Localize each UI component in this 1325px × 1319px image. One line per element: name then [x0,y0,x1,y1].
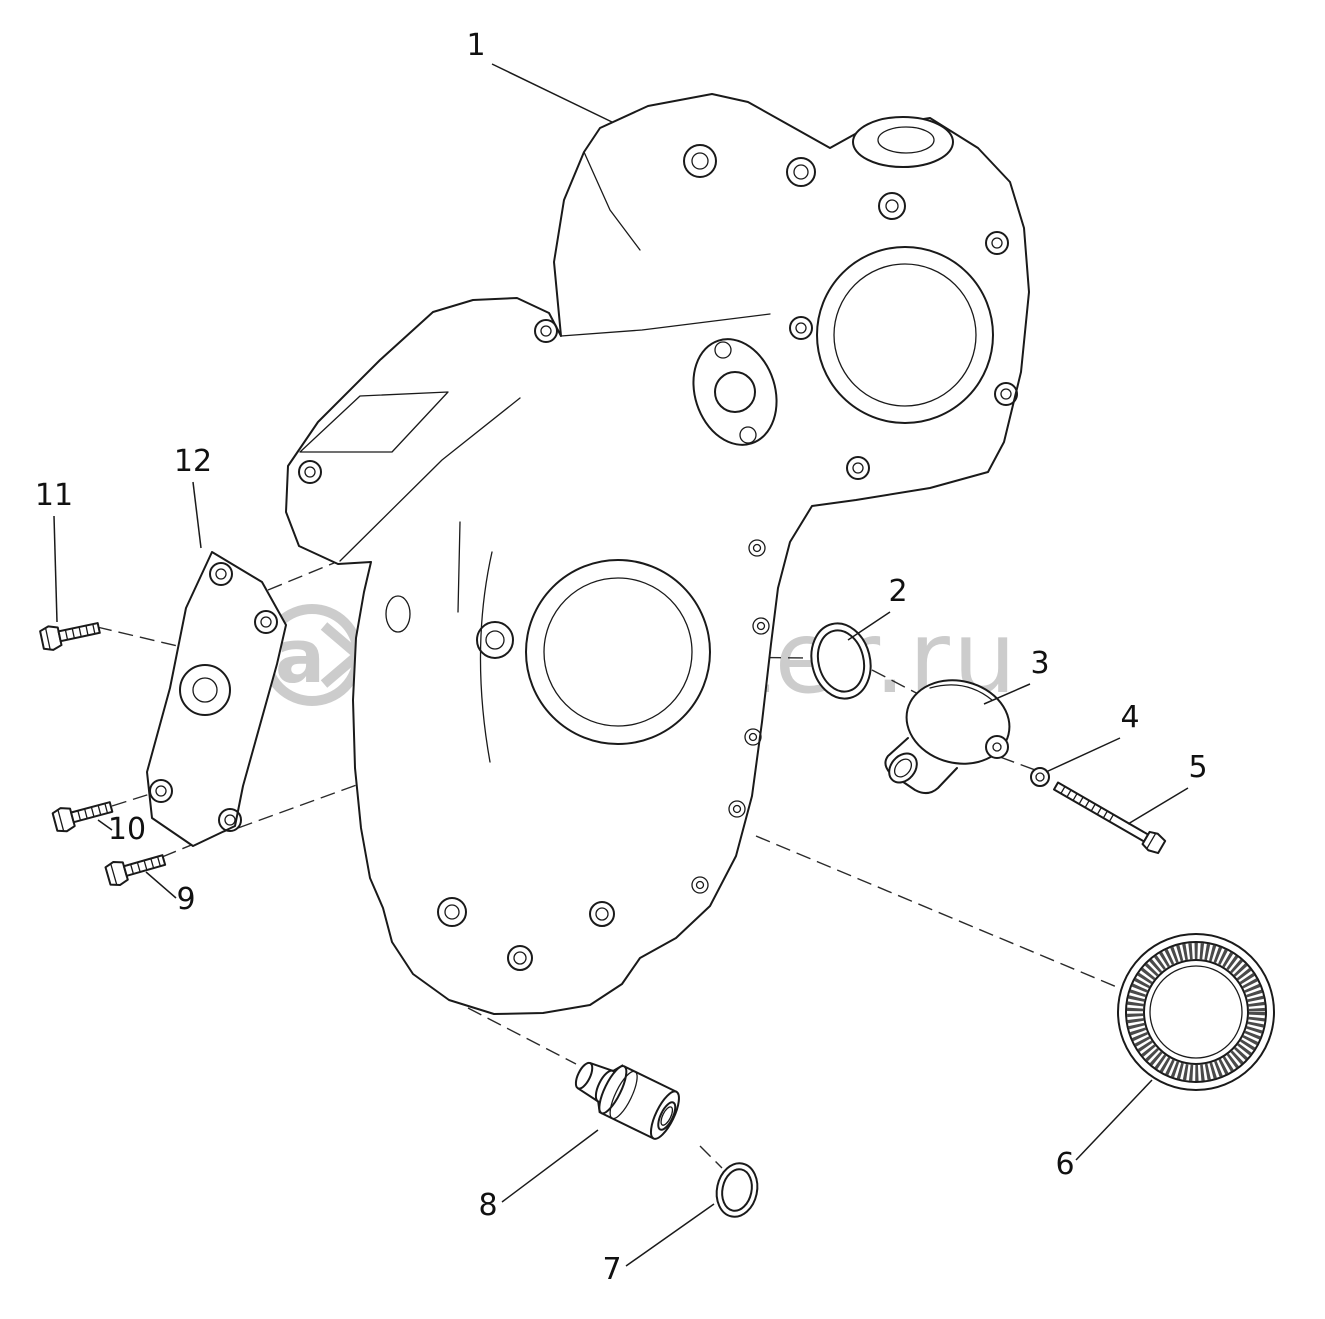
part-bolt-11 [39,622,101,651]
part-housing [285,93,1030,1015]
callout-leader-12 [192,481,202,549]
callout-number-7: 7 [602,1252,621,1287]
part-oring-7 [715,1162,759,1218]
part-bolt-10 [51,801,114,833]
part-elbow-fitting [884,679,1011,794]
callout-number-3: 3 [1030,646,1049,681]
part-bolt-long [1053,781,1167,855]
callout-leader-6 [1075,1079,1153,1161]
callout-number-12: 12 [174,444,212,479]
part-cover-plate [146,551,287,847]
callout-leader-11 [53,515,58,623]
alignment-dash-lines [96,471,1125,1169]
part-washer [1030,767,1050,787]
callout-number-6: 6 [1055,1147,1074,1182]
callout-leader-9 [145,871,177,899]
callout-leader-10 [97,819,113,831]
callout-number-4: 4 [1120,700,1139,735]
callout-leader-4 [1045,737,1121,773]
callout-number-11: 11 [35,478,73,513]
callout-leader-3 [983,683,1031,705]
callout-number-10: 10 [108,812,146,847]
part-seal-ring [1117,933,1275,1091]
callout-leader-7 [625,1203,715,1267]
callout-number-1: 1 [466,28,485,63]
callout-number-5: 5 [1188,750,1207,785]
part-bolt-9 [104,854,167,887]
seal-serration-band [1127,943,1265,1081]
callout-leader-2 [847,611,891,641]
callout-leader-1 [491,63,613,123]
part-bushing [574,1061,680,1140]
callout-leader-5 [1127,787,1189,825]
callout-leader-8 [501,1129,599,1203]
callout-number-8: 8 [478,1188,497,1223]
callout-number-2: 2 [888,574,907,609]
part-oring-2 [810,622,872,700]
callout-number-9: 9 [176,882,195,917]
